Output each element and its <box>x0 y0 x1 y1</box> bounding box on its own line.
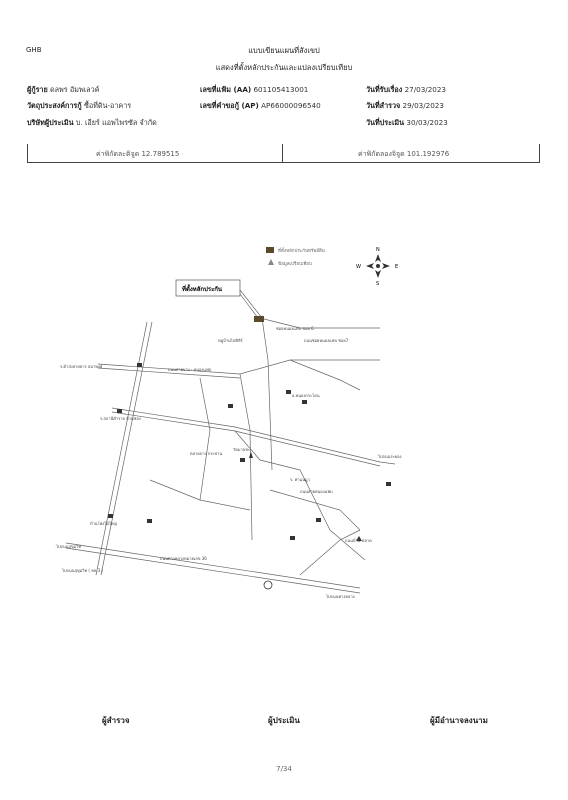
compass-n: N <box>376 247 380 253</box>
label-to-rayong: ไปถนนระยอง <box>377 454 401 459</box>
label-market: ตลาดบาง กระปาน <box>190 451 222 456</box>
collateral-legend-swatch <box>266 247 274 253</box>
latitude-value: ค่าพิกัดละติจูด 12.789515 <box>96 150 180 158</box>
compass-s: S <box>376 281 379 287</box>
label-to-right: ไปถนนทางหลวง <box>325 594 355 599</box>
label-police: ร.สถานีตำรวจ ห้ามช่อง <box>100 416 141 421</box>
label-ban-phong: บ้านโพงไม้ใหญ่ <box>90 521 117 526</box>
comparable-markers <box>108 363 391 590</box>
temple-icon <box>263 580 273 590</box>
label-soi6: ซอยหนองแฟบ ซอย 6 <box>276 326 314 331</box>
collateral-legend-label: ที่ตั้งหลักประกันทรัพย์สิน <box>278 247 325 254</box>
appraiser-signature-label: ผู้ประเมิน <box>268 716 300 725</box>
form-code: GHB <box>26 46 42 54</box>
comparable-legend-label: ข้อมูลเปรียบเทียบ <box>278 261 312 267</box>
compass-icon <box>366 254 390 278</box>
page-number: 7/34 <box>276 765 292 773</box>
collateral-callout-label: ที่ตั้งหลักประกัน <box>182 283 223 293</box>
label-nong-ban: อ.หนองกระโดน <box>292 393 320 398</box>
label-road-nongfaep2: ถนนสายบาง - หนองแฟบ <box>168 367 212 372</box>
label-road-nongfaep: ถนนซอยหนองแฟบ ซอย7 <box>304 338 349 343</box>
label-right-road: ถนนบ้าน-ตลาด <box>345 538 372 543</box>
label-to-bangkok: ไปถนนสุขุมวิท ( ทล.3 ) <box>61 568 103 574</box>
approver-signature-label: ผู้มีอำนาจลงนาม <box>430 716 488 725</box>
coordinates-box: ค่าพิกัดละติจูด 12.789515 ค่าพิกัดลองจิจ… <box>27 144 540 163</box>
appraiser-company-field: บริษัทผู้ประเมิน บ. เอียร์ แอพไพรซัล จำก… <box>27 118 157 127</box>
longitude-value: ค่าพิกัดลองจิจูด 101.192976 <box>358 150 450 158</box>
label-main-road: ถนนทางหลวงหมายเลข 36 <box>160 556 207 561</box>
purpose-field: วัตถุประสงค์การกู้ ซื้อที่ดิน-อาคาร <box>27 101 132 110</box>
application-number-field: เลขที่คำขอกู้ (AP) AP66000096540 <box>200 101 321 110</box>
received-date-field: วันที่รับเรื่อง 27/03/2023 <box>366 85 446 94</box>
compass-w: W <box>356 264 361 270</box>
label-road-cross: ถนนสายหนองแฟบ <box>300 489 333 494</box>
borrower-field: ผู้กู้ราย ดลพร อัมพเลวค์ <box>27 85 100 94</box>
collateral-callout-box <box>175 279 241 297</box>
document-subtitle: แสดงที่ตั้งหลักประกันและแปลงเปรียบเทียบ <box>215 63 353 72</box>
document-title: แบบเขียนแผนที่สังเขป <box>248 46 320 55</box>
label-school: ร.ค้าส่งสายธาร สมาพงษ์ <box>60 364 103 369</box>
label-to-sukhumvit: ไปถนนสุขุมวิท <box>55 544 82 550</box>
star-icon <box>249 452 253 458</box>
surveyor-signature-label: ผู้สำรวจ <box>102 716 130 725</box>
label-temple: วัดมาบชะ <box>233 447 250 452</box>
callout-leader <box>239 293 259 319</box>
road-network <box>65 289 396 594</box>
comparable-legend-icon <box>268 259 274 265</box>
compass-e: E <box>395 264 398 270</box>
label-village: หมู่บ้านไฟลิสิร์ <box>218 338 244 344</box>
map-legend: ที่ตั้งหลักประกันทรัพย์สิน ข้อมูลเปรียบเ… <box>266 247 325 267</box>
location-map: ที่ตั้งหลักประกันทรัพย์สิน ข้อมูลเปรียบเ… <box>55 247 401 599</box>
collateral-marker <box>254 316 264 322</box>
survey-date-field: วันที่สำรวจ 29/03/2023 <box>366 101 444 110</box>
file-number-field: เลขที่แฟ้ม (AA) 601105413001 <box>200 85 309 94</box>
coordinates-divider <box>282 144 283 162</box>
label-kochai: ร. ค่าแน่มูว <box>290 477 310 483</box>
appraisal-date-field: วันที่ประเมิน 30/03/2023 <box>366 118 448 127</box>
